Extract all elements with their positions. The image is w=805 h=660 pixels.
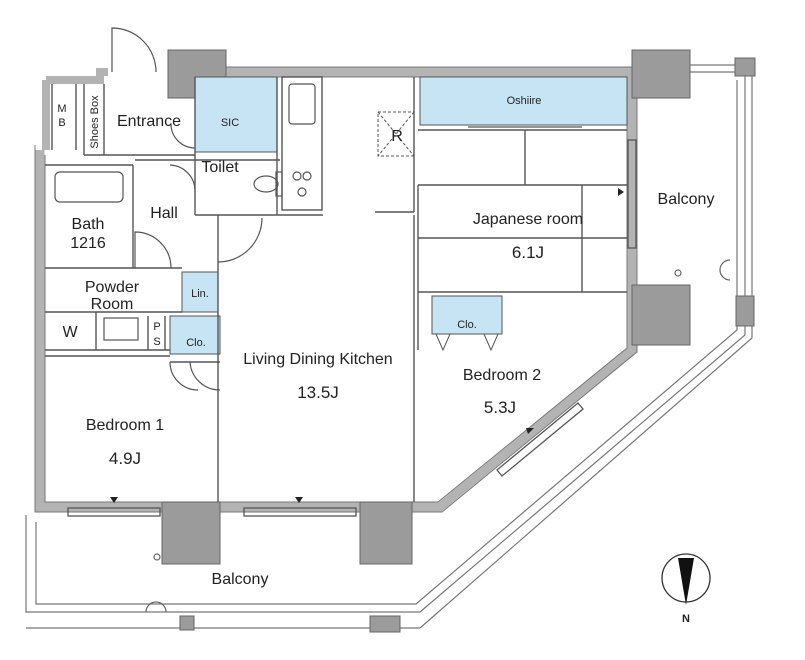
label-powder-line2: Room (91, 296, 134, 313)
label-balcony-south: Balcony (212, 571, 269, 588)
label-balcony-east: Balcony (658, 191, 715, 208)
window-arrow-icons (110, 188, 624, 503)
exterior-walls (35, 67, 637, 512)
label-japanese-room: Japanese room (473, 211, 583, 228)
closet-door-marks (435, 333, 499, 352)
toilet-tank (275, 171, 283, 197)
label-ps-top: P (153, 321, 160, 333)
label-ps-bottom: S (153, 336, 160, 348)
drain-marks (145, 259, 731, 613)
door-swings (111, 27, 263, 391)
balcony-fixtures (179, 57, 756, 633)
compass-north-label: N (682, 613, 690, 625)
label-ldk: Living Dining Kitchen (243, 351, 392, 368)
label-entrance: Entrance (117, 113, 181, 130)
label-sic: SIC (221, 117, 239, 129)
refrigerator-space (377, 111, 415, 157)
interior-walls (45, 76, 627, 502)
label-toilet: Toilet (201, 159, 239, 176)
label-bedroom-1: Bedroom 1 (86, 417, 164, 434)
kitchen-sink (288, 83, 316, 125)
label-mb-top: M (57, 103, 66, 115)
label-bedroom-2-area: 5.3J (484, 398, 516, 417)
label-refrigerator: R (391, 128, 403, 145)
washbasin (103, 317, 139, 341)
label-lin: Lin. (191, 288, 209, 300)
label-closet-1: Clo. (186, 337, 206, 349)
label-mb-bottom: B (58, 117, 65, 129)
label-ldk-area: 13.5J (297, 383, 339, 402)
label-closet-2: Clo. (457, 319, 477, 331)
bathtub (54, 171, 124, 203)
compass-needle-icon (678, 558, 694, 605)
label-bath: Bath (72, 216, 105, 233)
stove-burner-icon (297, 187, 307, 197)
label-bedroom-1-area: 4.9J (109, 449, 141, 468)
label-powder-line1: Powder (85, 279, 140, 296)
label-shoes-box: Shoes Box (89, 95, 101, 149)
windows (67, 126, 637, 517)
compass: N (661, 553, 711, 625)
label-oshiire: Oshiire (507, 95, 542, 107)
label-hall: Hall (150, 205, 178, 222)
toilet-bowl (253, 175, 279, 193)
label-bath-size: 1216 (70, 235, 106, 252)
label-bedroom-2: Bedroom 2 (463, 367, 541, 384)
label-washer: W (62, 324, 78, 341)
label-japanese-room-area: 6.1J (512, 243, 544, 262)
stove-burner-icon (302, 171, 312, 181)
room-labels: M B Shoes Box Entrance SIC Toilet Hall B… (57, 95, 714, 588)
stove-burner-icon (292, 171, 302, 181)
storage-areas (169, 76, 628, 355)
